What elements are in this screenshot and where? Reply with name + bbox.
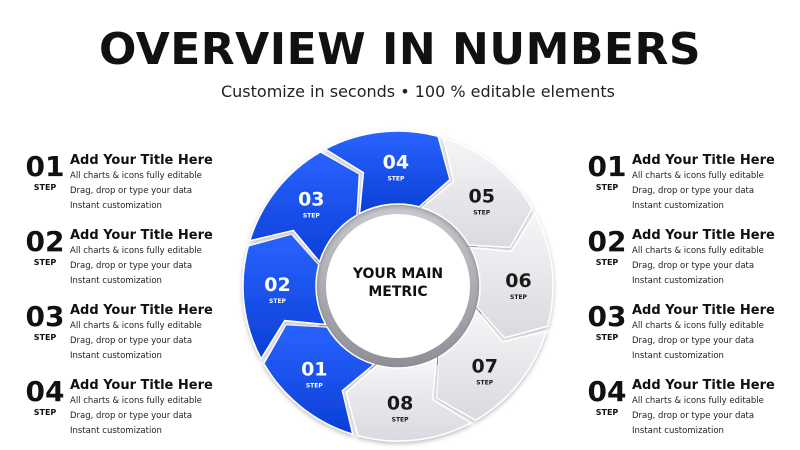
step-word: STEP <box>595 183 619 192</box>
cycle-segment-number: 03 <box>298 188 324 210</box>
step-number: 01 <box>587 150 627 183</box>
step-word: STEP <box>595 333 619 342</box>
step-number: 04 <box>587 375 627 408</box>
step-word: STEP <box>33 408 57 417</box>
step-number: 02 <box>587 225 627 258</box>
card-description: All charts & icons fully editable Drag, … <box>70 171 202 211</box>
step-word: STEP <box>595 408 619 417</box>
cycle-segment-number: 06 <box>505 270 531 292</box>
cycle-segment-01 <box>262 323 376 436</box>
step-word: STEP <box>33 183 57 192</box>
card-description: All charts & icons fully editable Drag, … <box>632 246 764 286</box>
center-metric-line2: METRIC <box>368 284 427 300</box>
cycle-segment-label: STEP <box>476 380 494 387</box>
card-title: Add Your Title Here <box>70 228 213 243</box>
cycle-segment-07 <box>435 308 548 422</box>
center-disc <box>328 216 468 356</box>
card-title: Add Your Title Here <box>632 228 775 243</box>
card-description: All charts & icons fully editable Drag, … <box>632 171 764 211</box>
page-title: OVERVIEW IN NUMBERS <box>98 24 702 75</box>
card-description: All charts & icons fully editable Drag, … <box>632 396 764 436</box>
card-title: Add Your Title Here <box>70 303 213 318</box>
left-step-card-2: 02 STEP Add Your Title Here All charts &… <box>25 227 230 297</box>
right-step-card-3: 03 STEP Add Your Title Here All charts &… <box>587 302 792 372</box>
card-title: Add Your Title Here <box>632 378 775 393</box>
card-description: All charts & icons fully editable Drag, … <box>70 396 202 436</box>
card-title: Add Your Title Here <box>70 378 213 393</box>
cycle-segment-04 <box>323 130 451 215</box>
cycle-segment-08 <box>345 357 473 442</box>
cycle-segment-number: 08 <box>387 393 413 415</box>
step-number: 01 <box>25 150 65 183</box>
center-metric-line1: YOUR MAIN <box>352 266 443 282</box>
cycle-segment-06 <box>469 211 554 339</box>
cycle-segment-label: STEP <box>392 417 410 424</box>
cycle-segment-number: 04 <box>383 152 409 174</box>
cycle-segments: 01STEP02STEP03STEP04STEP05STEP06STEP07ST… <box>242 130 554 442</box>
card-description: All charts & icons fully editable Drag, … <box>70 321 202 361</box>
step-word: STEP <box>595 258 619 267</box>
cycle-segment-number: 05 <box>468 185 494 207</box>
cycle-segment-label: STEP <box>473 209 491 216</box>
cycle-segment-label: STEP <box>269 298 287 305</box>
step-number: 03 <box>25 300 65 333</box>
card-title: Add Your Title Here <box>70 153 213 168</box>
card-description: All charts & icons fully editable Drag, … <box>632 321 764 361</box>
card-description: All charts & icons fully editable Drag, … <box>70 246 202 286</box>
step-number: 02 <box>25 225 65 258</box>
card-title: Add Your Title Here <box>632 303 775 318</box>
cycle-segment-number: 07 <box>471 356 497 378</box>
step-number: 03 <box>587 300 627 333</box>
left-step-card-1: 01 STEP Add Your Title Here All charts &… <box>25 152 230 222</box>
cycle-segment-number: 02 <box>264 274 290 296</box>
page-subtitle: Customize in seconds • 100 % editable el… <box>220 82 616 101</box>
right-step-card-4: 04 STEP Add Your Title Here All charts &… <box>587 377 792 447</box>
right-step-card-2: 02 STEP Add Your Title Here All charts &… <box>587 227 792 297</box>
cycle-segment-label: STEP <box>510 294 528 301</box>
right-step-card-1: 01 STEP Add Your Title Here All charts &… <box>587 152 792 222</box>
left-step-card-3: 03 STEP Add Your Title Here All charts &… <box>25 302 230 372</box>
cycle-segment-number: 01 <box>301 359 327 381</box>
cycle-segment-label: STEP <box>387 176 405 183</box>
step-word: STEP <box>33 258 57 267</box>
left-step-card-4: 04 STEP Add Your Title Here All charts &… <box>25 377 230 447</box>
card-title: Add Your Title Here <box>632 153 775 168</box>
cycle-segment-05 <box>420 136 534 249</box>
step-number: 04 <box>25 375 65 408</box>
inner-ring-shadow <box>310 198 486 374</box>
step-word: STEP <box>33 333 57 342</box>
cycle-segment-label: STEP <box>303 212 321 219</box>
cycle-segment-02 <box>242 233 327 361</box>
cycle-segment-label: STEP <box>306 383 324 390</box>
cycle-segment-03 <box>248 150 361 264</box>
